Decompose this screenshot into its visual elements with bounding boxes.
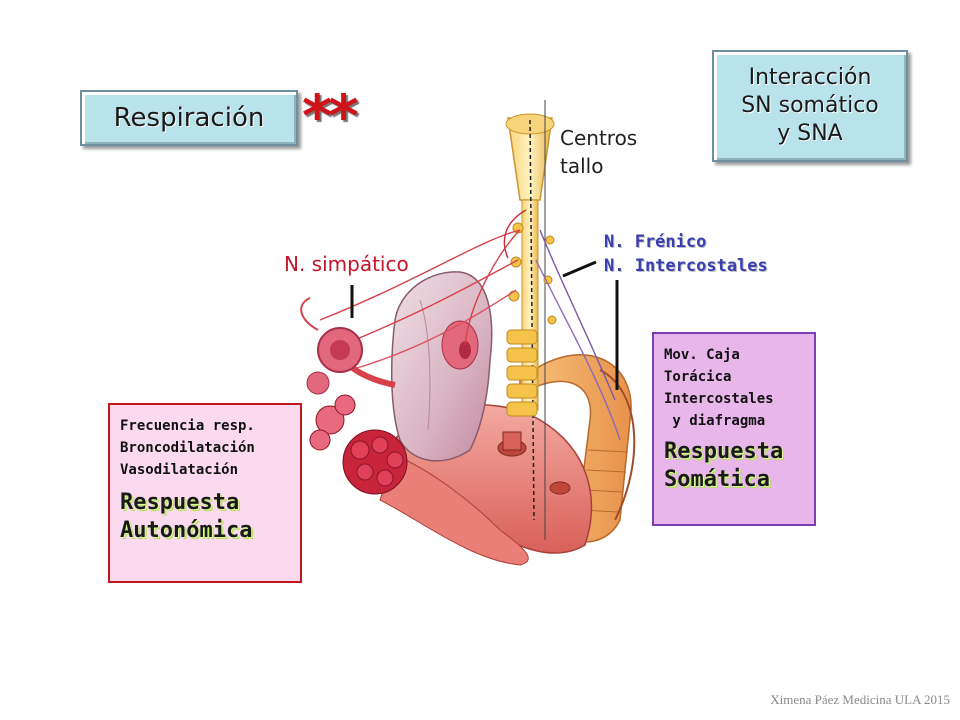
somatic-item: Torácica	[664, 369, 732, 385]
interaction-box: Interacción SN somático y SNA	[712, 50, 908, 162]
intercostales-label: N. Intercostales	[604, 256, 768, 276]
interaction-line2: SN somático	[741, 93, 879, 118]
simpatico-label: N. simpático	[284, 252, 409, 276]
frenico-label: N. Frénico	[604, 232, 707, 252]
rib-band	[519, 354, 632, 543]
centros-line1: Centros	[560, 126, 638, 150]
interaction-line3: y SNA	[777, 121, 843, 146]
rib-band-inner	[599, 369, 636, 521]
autonomic-title: Respuesta Autonómica	[120, 489, 300, 545]
somatic-item: Intercostales	[664, 391, 774, 407]
title-box: Respiración	[80, 90, 298, 146]
nerve-labels: N. Frénico N. Intercostales	[604, 230, 768, 278]
page-title: Respiración	[113, 103, 265, 133]
autonomic-box: Frecuencia resp. Broncodilatación Vasodi…	[108, 403, 302, 583]
autonomic-title-line1: Respuesta	[120, 490, 240, 515]
stars-mark: **	[302, 82, 359, 150]
autonomic-item: Vasodilatación	[120, 462, 239, 478]
diaphragm-front	[379, 454, 529, 566]
somatic-item: Mov. Caja	[664, 347, 740, 363]
autonomic-item: Broncodilatación	[120, 440, 255, 456]
centros-line2: tallo	[560, 154, 604, 178]
lung	[390, 271, 493, 462]
somatic-title: Respuesta Somática	[664, 438, 814, 494]
autonomic-title-line2: Autonómica	[120, 518, 253, 543]
autonomic-item: Frecuencia resp.	[120, 418, 255, 434]
frenico-leader	[562, 260, 597, 278]
centros-label: Centros tallo	[560, 124, 637, 180]
somatic-item: y diafragma	[664, 413, 766, 429]
somatic-box: Mov. Caja Torácica Intercostales y diafr…	[652, 332, 816, 526]
somatic-title-line1: Respuesta	[664, 439, 784, 464]
interaction-line1: Interacción	[748, 65, 872, 90]
credit-text: Ximena Páez Medicina ULA 2015	[770, 692, 950, 707]
somatic-title-line2: Somática	[664, 467, 770, 492]
